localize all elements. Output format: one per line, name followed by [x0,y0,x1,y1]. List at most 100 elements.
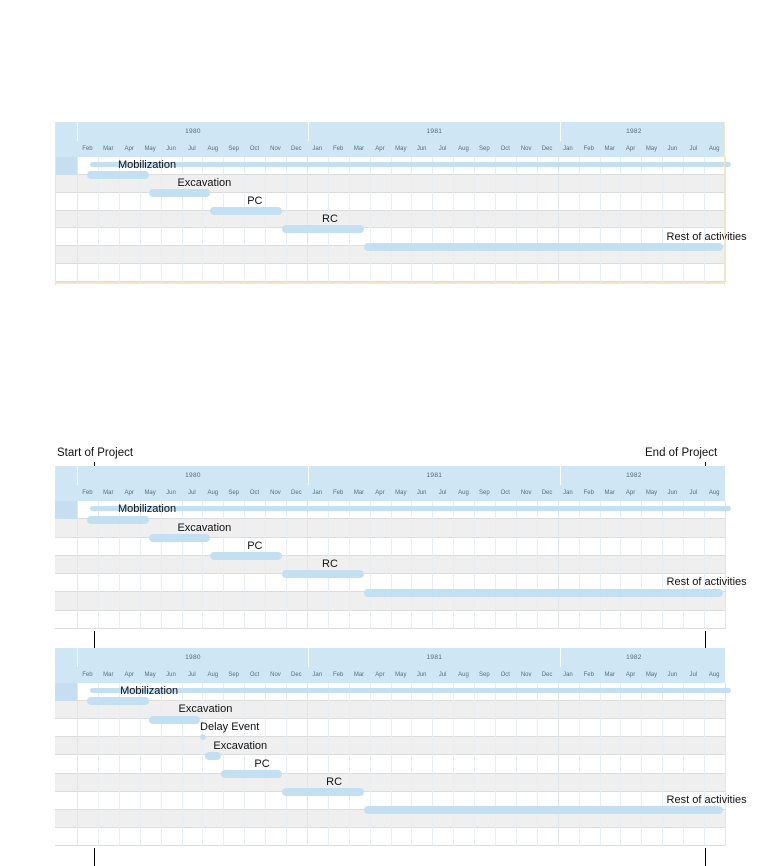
month-gridline [139,501,141,629]
year-label-1981: 1981 [309,648,561,667]
month-label-15: May [395,490,407,496]
gantt-row [55,701,725,720]
row-divider [55,772,725,774]
month-gridline [118,157,120,282]
month-gridline [536,683,538,846]
month-label-5: Jul [188,146,196,152]
year-label-1982: 1982 [626,128,642,135]
month-gridline [432,501,434,629]
row-divider [55,844,725,846]
month-gridline [599,683,601,846]
month-label-18: Aug [458,672,469,678]
row-divider [55,736,725,738]
summary-bar [89,162,732,167]
gantt-row [55,264,725,282]
month-gridline [160,683,162,846]
month-label-27: May [645,146,658,152]
row-divider [55,609,725,611]
month-label-27: May [645,672,658,678]
year-label-1980: 1980 [78,122,309,141]
task-bar [282,570,365,579]
row-divider [55,209,725,211]
month-gridline [306,683,308,846]
row-divider [55,191,725,193]
task-label: PC [247,194,263,207]
month-label-25: Mar [604,490,615,496]
month-label-11: Jan [312,672,323,678]
month-label-10: Dec [291,490,302,496]
month-gridline [704,501,706,629]
month-label-3: May [144,146,156,152]
left-stub-cell [55,501,77,520]
row-divider [55,227,725,229]
month-label-2: Apr [124,490,134,496]
year-label-1981: 1981 [309,466,561,485]
month-label-4: Jun [166,146,176,152]
month-gridline [599,501,601,629]
month-label-5: Jul [188,672,196,678]
month-label-30: Aug [708,146,720,152]
month-label-13: Mar [353,672,365,678]
month-gridline [578,157,580,282]
gantt-row [55,827,725,846]
month-gridline [411,683,413,846]
month-label-6: Aug [207,672,219,678]
month-gridline [453,157,455,282]
month-label-9: Nov [270,490,281,496]
month-gridline [704,157,706,282]
year-label-1982: 1982 [626,472,642,479]
row-divider [55,263,725,265]
month-label-20: Oct [500,490,510,496]
gantt-row [55,719,725,738]
month-gridline [725,501,726,629]
month-gridline [286,683,288,846]
month-label-0: Feb [82,146,93,152]
chart-frame-left [55,122,56,285]
month-gridline [641,501,643,629]
month-gridline [348,501,350,629]
row-divider [55,554,725,556]
month-gridline [683,501,685,629]
month-label-1: Mar [103,672,114,678]
gantt-row [55,537,725,556]
task-label: Mobilization [118,159,177,172]
gantt-row [55,809,725,828]
month-gridline [620,501,622,629]
month-label-12: Feb [332,490,344,496]
month-gridline [390,157,392,282]
month-gridline [160,501,162,629]
year-label-1980: 1980 [78,648,309,667]
task-label: PC [254,757,270,770]
row-divider [55,700,725,702]
task-label: Mobilization [118,503,177,516]
month-gridline [369,683,371,846]
task-bar [205,751,221,760]
month-gridline [432,157,434,282]
month-gridline [77,683,78,846]
month-label-6: Aug [207,490,219,496]
chart-frame-right [724,122,725,285]
task-bar [364,588,723,597]
month-label-2: Apr [124,672,134,678]
month-gridline [453,683,455,846]
month-label-29: Jul [689,672,698,678]
month-gridline [181,683,183,846]
task-bar [87,515,149,524]
month-gridline [244,501,246,629]
task-label: Rest of activities [666,576,747,589]
month-label-19: Sep [479,672,490,678]
month-label-8: Oct [249,672,260,678]
month-header-spacer [55,141,77,157]
task-label: Excavation [178,703,233,716]
month-gridline [348,157,350,282]
month-gridline [97,157,99,282]
month-gridline [662,157,664,282]
month-gridline [557,683,559,846]
month-gridline [515,501,517,629]
month-gridline [578,501,580,629]
month-label-22: Dec [541,490,553,496]
month-label-15: May [395,672,407,678]
row-divider [55,173,725,175]
task-bar [282,224,365,233]
